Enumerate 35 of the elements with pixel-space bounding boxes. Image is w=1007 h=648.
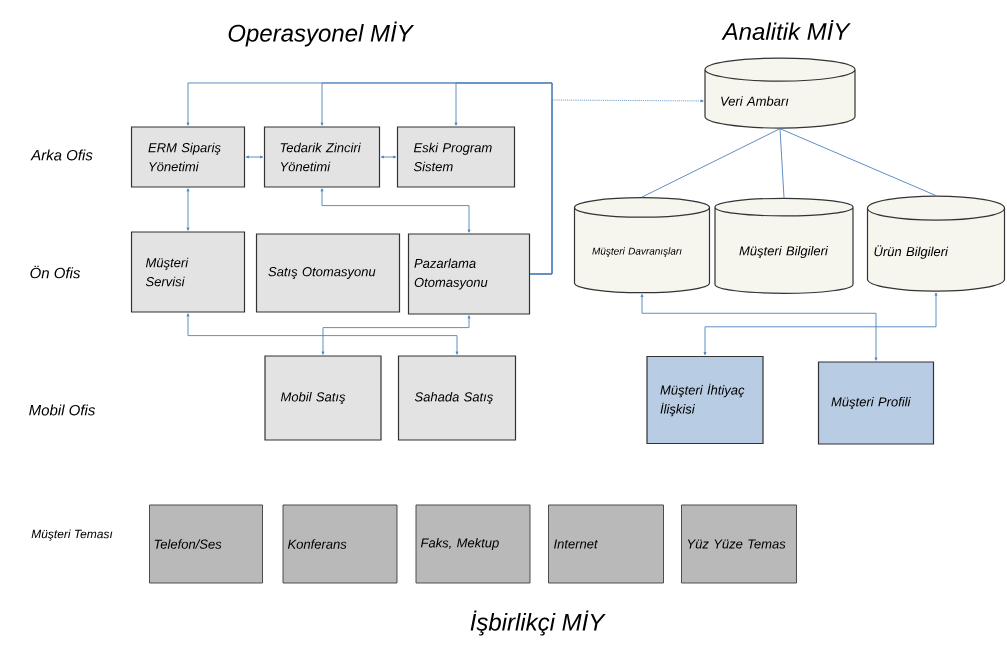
process-box: Sahada Satış — [397, 355, 517, 441]
process-box: Müşteri Servisi — [130, 231, 246, 313]
process-box: Müşteri Profili — [817, 361, 935, 445]
database-cylinder: Ürün Bilgileri — [866, 195, 1006, 292]
connector-arrow — [186, 313, 459, 355]
process-box: Pazarlama Otomasyonu — [407, 233, 531, 315]
row-label: Arka Ofis — [30, 149, 93, 161]
connector-arrow — [245, 155, 264, 159]
database-cylinder: Müşteri Bilgileri — [714, 197, 854, 294]
contact-box: Telefon/Ses — [149, 504, 263, 584]
contact-box: Yüz Yüze Temas — [681, 504, 797, 584]
contact-box: Faks, Mektup — [415, 504, 531, 584]
title: Operasyonel MİY — [228, 21, 415, 47]
process-box: Müşteri İhtiyaç İlişkisi — [646, 355, 764, 445]
process-box: ERM Sipariş Yönetimi — [130, 126, 246, 188]
row-label: Ön Ofis — [30, 265, 81, 279]
connector-arrow — [454, 82, 553, 275]
process-box: Eski Program Sistem — [396, 126, 516, 188]
contact-box: Konferans — [282, 504, 398, 584]
connector-arrow — [320, 188, 471, 233]
contact-box: Internet — [548, 504, 664, 584]
process-box: Mobil Satış — [264, 355, 382, 441]
connector-arrow — [321, 315, 471, 355]
database-cylinder: Veri Ambarı — [704, 57, 856, 129]
process-box: Satış Otomasyonu — [255, 233, 401, 313]
row-label: Müşteri Teması — [31, 529, 113, 541]
row-label: Mobil Ofis — [29, 404, 95, 416]
connector-arrow — [380, 155, 397, 159]
connector-arrow — [529, 99, 704, 275]
process-box: Tedarik Zinciri Yönetimi — [263, 126, 381, 188]
connector-arrow — [640, 294, 878, 361]
connector-arrow — [186, 188, 190, 231]
title: İşbirlikçi MİY — [470, 610, 606, 636]
database-cylinder: Müşteri Davranışları — [573, 197, 711, 294]
connector-arrow — [703, 292, 938, 356]
